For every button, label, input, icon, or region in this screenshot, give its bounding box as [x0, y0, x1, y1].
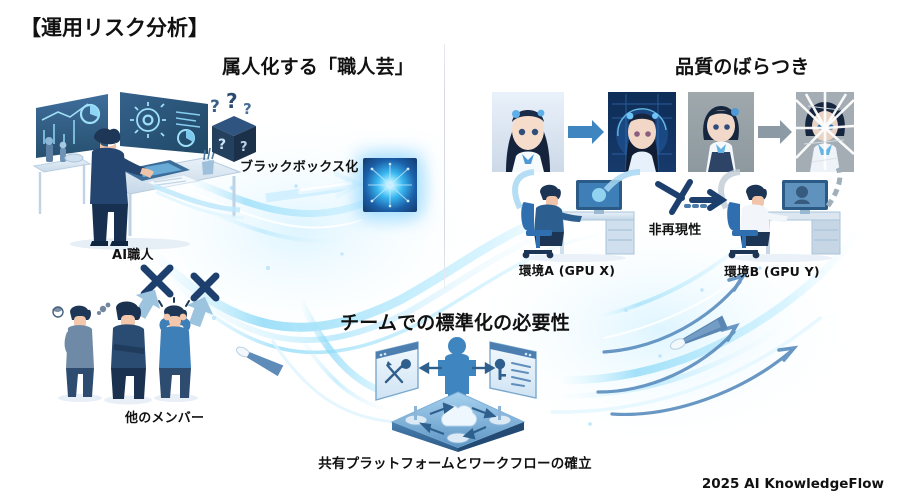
member-1-icon — [52, 305, 94, 397]
team-standardization-heading: チームでの標準化の必要性 — [340, 312, 570, 334]
page-title: 【運用リスク分析】 — [20, 16, 209, 40]
portrait-result-b-shattered-icon — [795, 92, 855, 172]
side-table-icon — [32, 137, 92, 214]
monitor-left-icon — [36, 94, 108, 158]
platform-pillars — [404, 406, 512, 444]
footer-credit: 2025 AI KnowledgeFlow — [701, 476, 884, 492]
tools-card-icon — [375, 341, 419, 401]
arrow-right-icon — [568, 120, 604, 144]
panel-divider — [444, 44, 445, 289]
workstation-a-illustration — [512, 169, 641, 262]
member-3-icon — [158, 297, 191, 398]
svg-text:?: ? — [240, 140, 248, 155]
arrow-left-icon — [418, 361, 442, 375]
output-pair-a — [492, 92, 676, 172]
svg-text:?: ? — [243, 100, 252, 118]
craftsman-label: AI職人 — [112, 248, 154, 263]
rejection-marks-group — [134, 264, 220, 328]
arrow-right-gray-icon — [758, 120, 792, 144]
environment-a-label: 環境A (GPU X) — [518, 263, 616, 278]
cloud-icon — [440, 404, 478, 427]
non-reproducible-label: 非再現性 — [648, 223, 702, 238]
monitor-right-icon — [120, 92, 208, 154]
other-members-illustration — [52, 297, 198, 405]
chair-a-icon — [521, 202, 554, 259]
svg-text:?: ? — [226, 89, 238, 113]
down-arrow-icon — [134, 289, 214, 328]
blackbox-label: ブラックボックス化 — [240, 160, 359, 175]
shared-platform-illustration — [375, 337, 537, 452]
arrow-right-icon — [472, 361, 496, 375]
other-members-label: 他のメンバー — [125, 411, 205, 426]
key-card-icon — [489, 341, 537, 399]
portrait-source-a-icon — [492, 92, 564, 172]
isometric-platform-icon — [390, 391, 526, 452]
person-icon — [438, 337, 476, 412]
output-pair-b — [688, 92, 855, 172]
paintbrush-icon — [669, 315, 728, 350]
paintbrush-icon-2 — [236, 346, 284, 377]
ai-craftsman-illustration — [32, 92, 245, 250]
workstation-b-illustration — [718, 166, 843, 262]
right-panel-heading: 品質のばらつき — [675, 56, 810, 78]
left-panel-heading: 属人化する「職人芸」 — [222, 56, 415, 78]
svg-text:?: ? — [218, 137, 226, 153]
portrait-result-a-icon — [608, 92, 676, 172]
platform-caption: 共有プラットフォームとワークフローの確立 — [318, 456, 592, 472]
svg-text:?: ? — [210, 97, 220, 117]
desk-icon — [92, 147, 242, 236]
broken-link-icon — [655, 179, 728, 215]
chair-b-icon — [727, 202, 760, 259]
glow-node-icon — [363, 158, 417, 212]
dashed-arrow-up-icon — [825, 166, 843, 208]
cycle-arrows-icon — [418, 402, 497, 440]
member-2-icon — [97, 301, 146, 399]
environment-b-label: 環境B (GPU Y) — [724, 264, 820, 279]
operator-a-icon — [534, 184, 582, 246]
craftsman-person-icon — [90, 128, 154, 246]
operator-b-icon — [740, 184, 788, 246]
portrait-source-b-icon — [688, 92, 754, 172]
